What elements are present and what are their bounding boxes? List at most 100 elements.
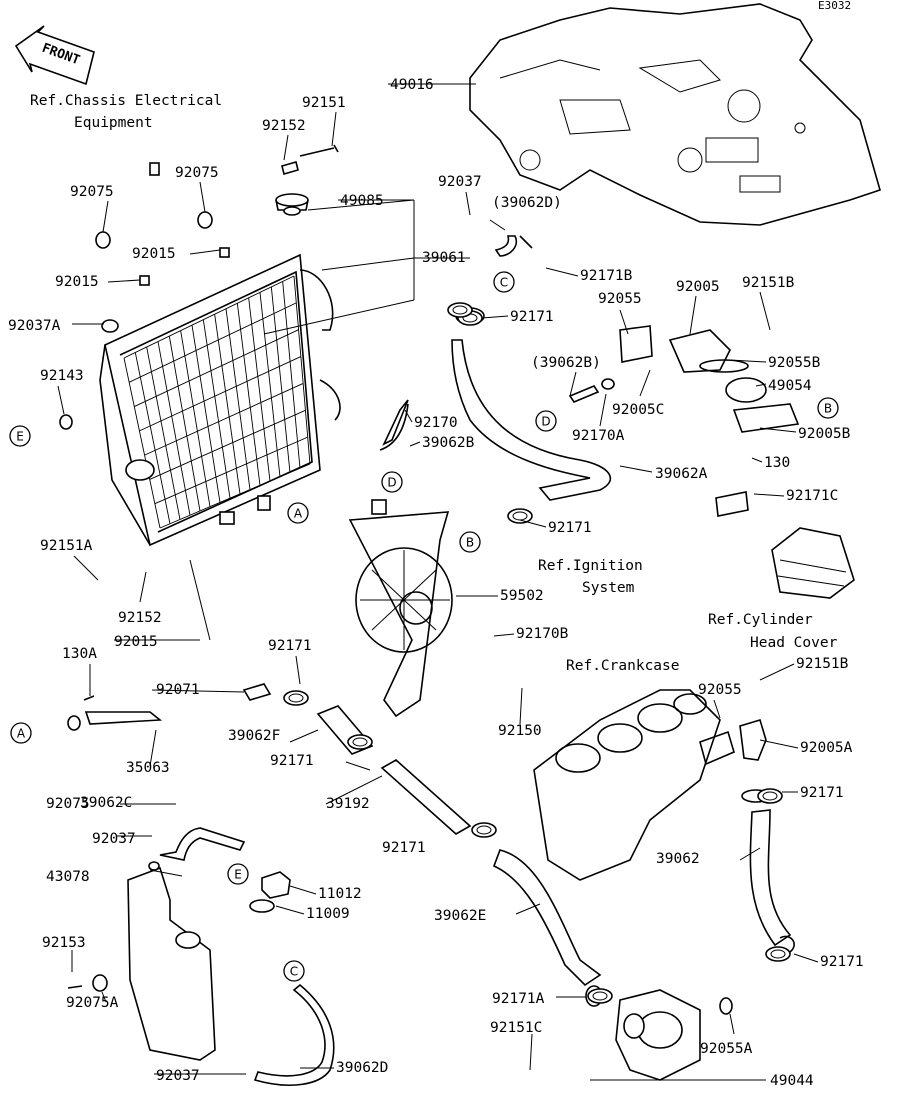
under-cover-49016 [469, 3, 881, 226]
part-label: 92005 [676, 279, 720, 295]
svg-text:D: D [541, 415, 550, 429]
part-label: 11012 [318, 886, 362, 902]
part-label: 39062F [228, 728, 280, 744]
svg-text:B: B [824, 402, 832, 416]
part-label: 92171B [580, 268, 633, 284]
leader-lines [57, 83, 819, 1081]
part-label: 92150 [498, 723, 542, 739]
part-label: 92015 [114, 634, 158, 650]
part-label: 39062A [655, 466, 708, 482]
part-label: 92152 [262, 118, 306, 134]
part-label: 92151B [742, 275, 795, 291]
part-label: 92171 [510, 309, 554, 325]
ref-crankcase: Ref.Crankcase [566, 658, 680, 674]
part-label: 49016 [390, 77, 434, 93]
bracket-35063 [67, 695, 163, 731]
part-label: 92005A [800, 740, 853, 756]
grommets-top-left [59, 144, 339, 430]
svg-text:C: C [500, 276, 508, 290]
svg-text:E: E [234, 868, 242, 882]
part-label: 92071 [156, 682, 200, 698]
part-label: 39062B [422, 435, 475, 451]
part-label: 49054 [768, 378, 812, 394]
water-pump-49044 [585, 789, 795, 1081]
thermostat-housing [568, 325, 800, 517]
part-label: 92151B [796, 656, 849, 672]
hoses [159, 235, 792, 1086]
part-label: 130A [62, 646, 97, 662]
part-label: 39062E [434, 908, 486, 924]
part-label: 11009 [306, 906, 350, 922]
callout-a: A [10, 722, 32, 744]
part-label: 92171 [382, 840, 426, 856]
part-label: 92037 [156, 1068, 200, 1084]
svg-text:B: B [466, 536, 474, 550]
part-label: 39192 [326, 796, 370, 812]
ref-chassis-electrical-line1: Ref.Chassis Electrical [30, 93, 222, 109]
part-label: 92055A [700, 1041, 753, 1057]
part-labels: 49016 92151 92152 92075 92075 49085 92037 (3906… [8, 77, 864, 1089]
ref-cylinder-head-line2: Head Cover [750, 635, 838, 651]
part-label: 39062C [80, 795, 132, 811]
part-label: 92170B [516, 626, 569, 642]
part-label: 59502 [500, 588, 544, 604]
part-label: 49085 [340, 193, 384, 209]
part-label: 92037 [92, 831, 136, 847]
part-label: 92015 [55, 274, 99, 290]
part-label: 92171A [492, 991, 545, 1007]
svg-text:A: A [17, 727, 26, 741]
radiator-cap-49085 [275, 193, 309, 216]
part-label: 92075 [70, 184, 114, 200]
part-label: 92151 [302, 95, 346, 111]
part-label: 92055 [698, 682, 742, 698]
part-label: 92170 [414, 415, 458, 431]
part-label: 92170A [572, 428, 625, 444]
callout-d: D [381, 471, 403, 493]
part-label: 92075 [175, 165, 219, 181]
part-label: 49044 [770, 1073, 814, 1089]
part-label: 92153 [42, 935, 86, 951]
part-label: 92171 [820, 954, 864, 970]
part-label: (39062D) [492, 195, 562, 211]
part-label: 92151C [490, 1020, 542, 1036]
part-label: 35063 [126, 760, 170, 776]
part-label: 92037 [438, 174, 482, 190]
svg-text:D: D [387, 476, 396, 490]
radiator [99, 253, 341, 547]
part-label: 92171 [270, 753, 314, 769]
ref-cylinder-head-line1: Ref.Cylinder [708, 612, 813, 628]
callout-c: C [493, 271, 515, 293]
part-label: 92075 [46, 796, 90, 812]
callout-e: E [9, 425, 31, 447]
part-label: 130 [764, 455, 790, 471]
part-label: 39062 [656, 851, 700, 867]
grommet-92071 [242, 683, 272, 701]
front-arrow: FRONT [14, 25, 95, 86]
fan-59502 [348, 499, 453, 718]
part-label: 92015 [132, 246, 176, 262]
part-label: 92055 [598, 291, 642, 307]
ref-ignition-line2: System [582, 580, 635, 596]
part-label: 92075A [66, 995, 119, 1011]
part-label: 92171C [786, 488, 838, 504]
callout-b: B [817, 397, 839, 419]
callout-d: D [535, 410, 557, 432]
part-label: 92152 [118, 610, 162, 626]
callout-c: C [283, 960, 305, 982]
part-label: 92171 [800, 785, 844, 801]
part-label: 92055B [768, 355, 821, 371]
part-label: 92005C [612, 402, 664, 418]
svg-text:E: E [16, 430, 24, 444]
part-label: 92005B [798, 426, 851, 442]
part-label: 39061 [422, 250, 466, 266]
hose-clamps [283, 302, 791, 1004]
part-label: 92143 [40, 368, 84, 384]
callout-a: A [287, 502, 309, 524]
ref-chassis-electrical-line2: Equipment [74, 115, 153, 131]
callout-b: B [459, 531, 481, 553]
svg-text:C: C [290, 965, 298, 979]
crankcase [533, 689, 767, 881]
callout-e: E [227, 863, 249, 885]
reference-notes: Ref.Chassis Electrical Equipment Ref.Ign… [30, 0, 851, 674]
